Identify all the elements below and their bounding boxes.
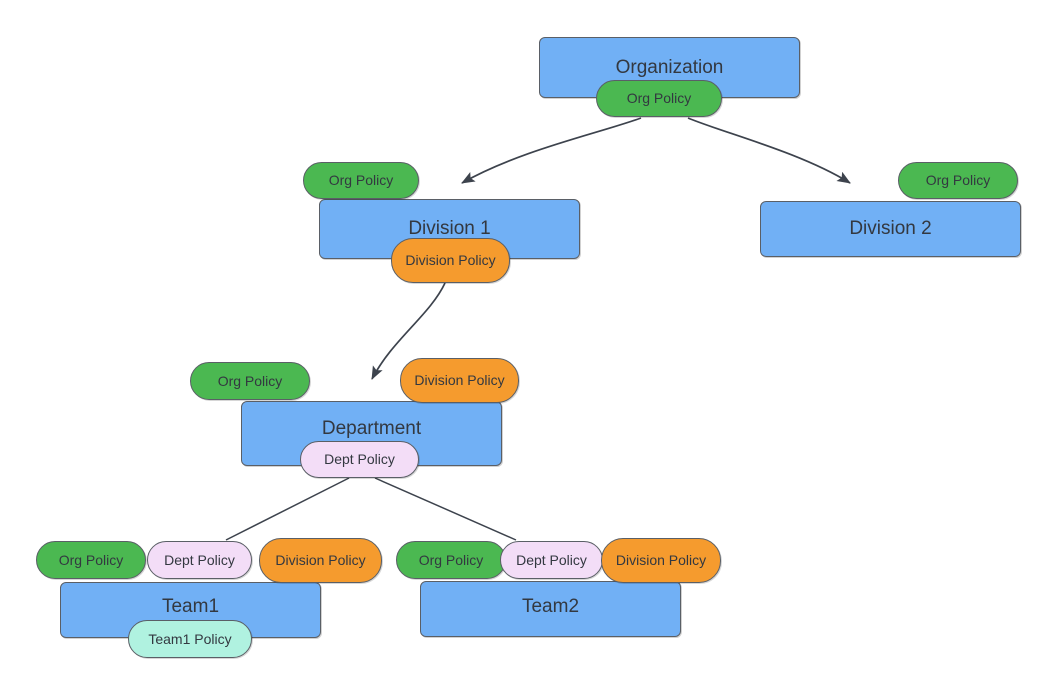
badge-division-policy-division-1[interactable]: Division Policy: [391, 238, 510, 283]
badge-label: Division Policy: [275, 552, 366, 568]
badge-label: Org Policy: [418, 551, 484, 568]
badge-label: Org Policy: [626, 90, 692, 106]
node-label-team2: Team2: [521, 596, 580, 617]
node-label-organization: Organization: [615, 57, 724, 78]
badge-org-policy-team1[interactable]: Org Policy: [36, 541, 146, 579]
node-label-division-2: Division 2: [849, 218, 932, 239]
badge-dept-policy-team2[interactable]: Dept Policy: [500, 541, 603, 579]
badge-label: Org Policy: [328, 172, 394, 188]
node-label-team1: Team1: [161, 596, 220, 617]
badge-label: Division Policy: [615, 552, 707, 568]
badge-label: Org Policy: [217, 372, 283, 389]
badge-label: Org Policy: [58, 551, 124, 568]
badge-org-policy-team2[interactable]: Org Policy: [396, 541, 506, 579]
badge-label: Division Policy: [414, 372, 505, 388]
node-division-2[interactable]: Division 2: [760, 201, 1021, 257]
node-label-department: Department: [321, 418, 422, 439]
badge-dept-policy-department[interactable]: Dept Policy: [300, 441, 419, 478]
badge-label: Division Policy: [405, 252, 496, 268]
badge-label: Team1 Policy: [148, 630, 232, 647]
badge-dept-policy-team1[interactable]: Dept Policy: [147, 541, 252, 579]
badge-org-policy-organization[interactable]: Org Policy: [596, 80, 722, 117]
badge-division-policy-team1[interactable]: Division Policy: [259, 538, 382, 583]
badge-label: Dept Policy: [516, 551, 587, 568]
badge-org-policy-division-1[interactable]: Org Policy: [303, 162, 419, 199]
badge-label: Dept Policy: [324, 451, 395, 467]
edge-department-to-team1: [225, 477, 350, 541]
node-team2[interactable]: Team2: [420, 581, 681, 637]
badge-division-policy-department[interactable]: Division Policy: [400, 358, 519, 403]
edge-org-to-division2: [687, 117, 851, 184]
badge-team-policy-team1[interactable]: Team1 Policy: [128, 620, 252, 658]
badge-org-policy-department[interactable]: Org Policy: [190, 362, 310, 400]
node-label-division-1: Division 1: [408, 218, 491, 239]
badge-division-policy-team2[interactable]: Division Policy: [601, 538, 721, 583]
edge-org-to-division1: [461, 117, 642, 184]
badge-label: Dept Policy: [164, 551, 235, 568]
edge-department-to-team2: [374, 477, 517, 541]
badge-label: Org Policy: [925, 172, 991, 188]
badge-org-policy-division-2[interactable]: Org Policy: [898, 162, 1018, 199]
